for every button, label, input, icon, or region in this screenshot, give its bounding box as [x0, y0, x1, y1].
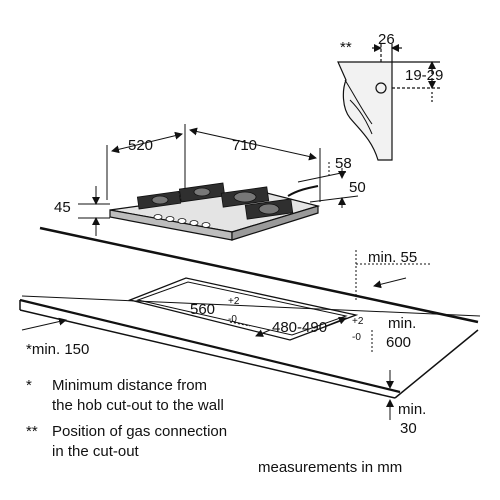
footnote-mark: **: [26, 423, 38, 440]
cutout-depth-label: 560: [190, 301, 215, 318]
min-width-label: min.: [388, 315, 416, 332]
min-width-value: 600: [386, 334, 411, 351]
gas-connection-marker: **: [340, 39, 352, 56]
right-height-label: 50: [349, 179, 366, 196]
gas-connection-detail: [337, 44, 440, 161]
footnote-wall-distance: * Minimum distance from the hob cut-out t…: [26, 376, 224, 416]
min-front-label: min.: [398, 401, 426, 418]
footnote-line: Minimum distance from: [52, 377, 208, 394]
min-back-label: min. 55: [368, 249, 417, 266]
cutout-width-tol-minus: -0: [352, 332, 361, 343]
footnote-line: in the cut-out: [52, 443, 139, 460]
min-front-value: 30: [400, 420, 417, 437]
hob-depth-label: 520: [128, 137, 153, 154]
height-label: 45: [54, 199, 71, 216]
gas-width-label: 26: [378, 31, 395, 48]
worktop-drawing: [19, 226, 481, 399]
footnote-mark: *: [26, 377, 32, 394]
worktop-dimension-lines: [21, 250, 432, 420]
cutout-width-label: 480-490: [272, 319, 327, 336]
footnote-gas-connection: ** Position of gas connection in the cut-…: [26, 422, 227, 462]
footnote-line: the hob cut-out to the wall: [52, 397, 224, 414]
hob-dimension-lines: [78, 124, 359, 236]
cutout-depth-tol-plus: +2: [228, 296, 240, 307]
footnote-line: Position of gas connection: [52, 423, 228, 440]
hob-width-label: 710: [232, 137, 257, 154]
cutout-width-tol-plus: +2: [352, 316, 364, 327]
gas-offset-label: 19-29: [405, 67, 443, 84]
units-note: measurements in mm: [258, 459, 403, 476]
hob-drawing: [109, 182, 321, 241]
min-side-label: *min. 150: [26, 341, 89, 358]
right-gap-label: 58: [335, 155, 352, 172]
cutout-depth-tol-minus: -0: [228, 314, 237, 325]
